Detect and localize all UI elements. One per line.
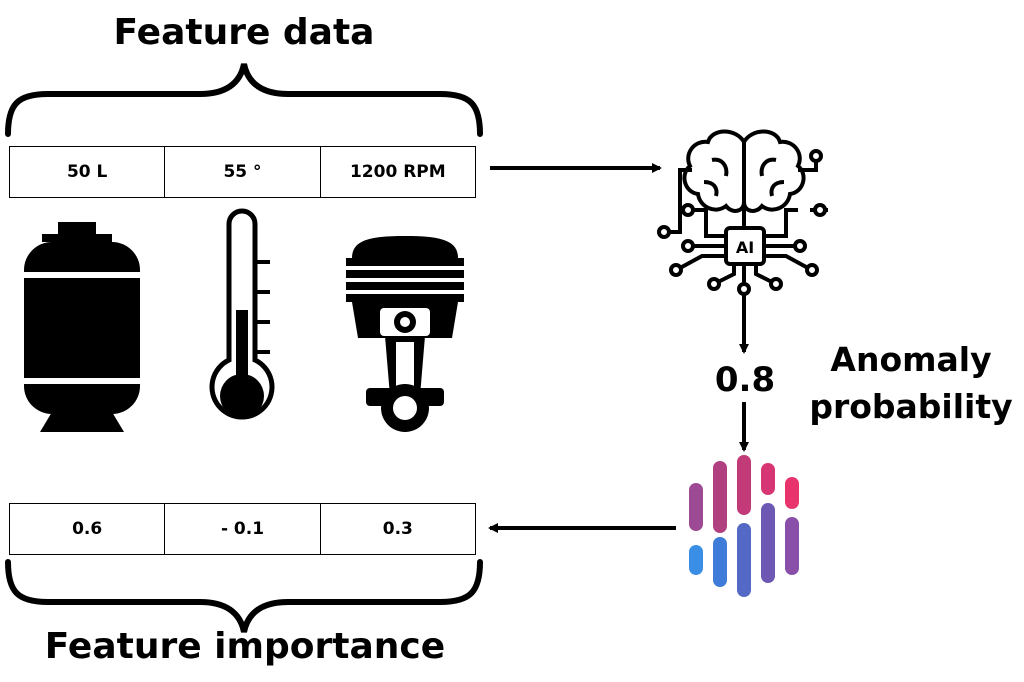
feature-data-title: Feature data	[113, 12, 375, 53]
feature-cell-volume: 50 L	[10, 147, 166, 197]
feature-cell-rpm: 1200 RPM	[349, 162, 446, 182]
feature-cell-temperature: 55 °	[165, 147, 321, 197]
importance-cell-rpm: 0.3	[382, 519, 413, 539]
importance-cell-volume: 0.6	[10, 504, 166, 554]
tank-icon	[24, 222, 140, 432]
anomaly-probability-value: 0.8	[714, 360, 776, 400]
feature-data-brace	[5, 63, 483, 137]
anomaly-probability-label: Anomaly probability	[809, 340, 1013, 426]
ai-chip-label: AI	[736, 238, 754, 257]
feature-importance-row: 0.6 - 0.1 0.3	[9, 503, 476, 555]
feature-data-row: 50 L 55 ° 1200 RPM	[9, 146, 476, 198]
importance-cell-temperature: - 0.1	[165, 504, 321, 554]
piston-icon	[346, 236, 464, 432]
thermometer-icon	[209, 208, 275, 420]
ai-brain-icon	[657, 129, 828, 296]
explainer-logo-icon	[689, 455, 799, 597]
feature-importance-brace	[5, 559, 483, 633]
feature-importance-title: Feature importance	[44, 626, 446, 667]
